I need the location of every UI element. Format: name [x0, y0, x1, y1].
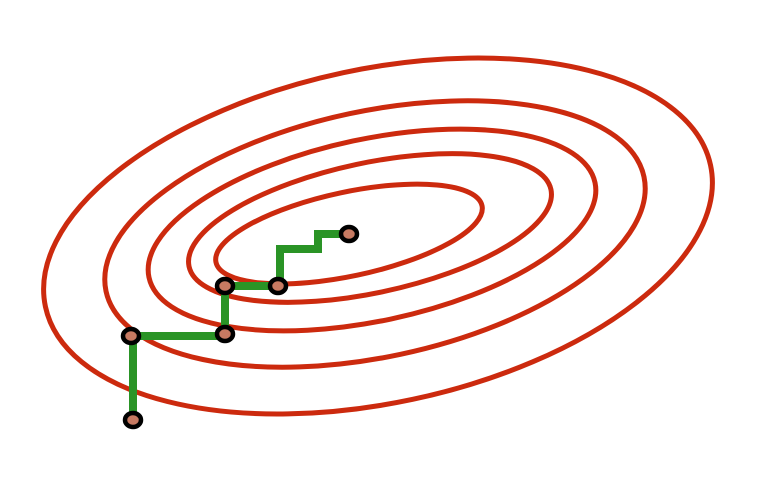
- descent-point-1: [122, 410, 144, 430]
- descent-point-2: [120, 326, 142, 346]
- descent-point-6: [338, 224, 360, 244]
- contour-ellipse-4: [186, 151, 554, 305]
- contour-ellipse-1: [41, 55, 715, 417]
- descent-point-4: [214, 276, 236, 296]
- contour-ellipses: [41, 55, 715, 417]
- contour-ellipse-5: [213, 181, 485, 287]
- descent-points: [120, 224, 360, 430]
- descent-point-3: [214, 324, 236, 344]
- contour-ellipse-3: [145, 126, 599, 334]
- descent-point-5: [267, 276, 289, 296]
- contour-ellipse-2: [102, 98, 648, 370]
